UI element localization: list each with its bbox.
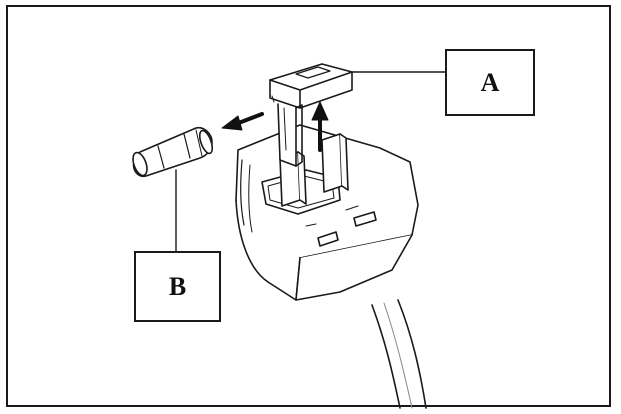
callout-label-b: B bbox=[134, 251, 221, 322]
leader-lines bbox=[175, 71, 446, 252]
fuse-holder bbox=[269, 63, 353, 167]
fuse bbox=[132, 126, 214, 178]
callout-a-text: A bbox=[480, 67, 500, 97]
direction-arrows bbox=[221, 101, 329, 152]
cable bbox=[371, 299, 427, 409]
callout-b-text: B bbox=[168, 271, 187, 301]
callout-label-a: A bbox=[445, 49, 535, 116]
